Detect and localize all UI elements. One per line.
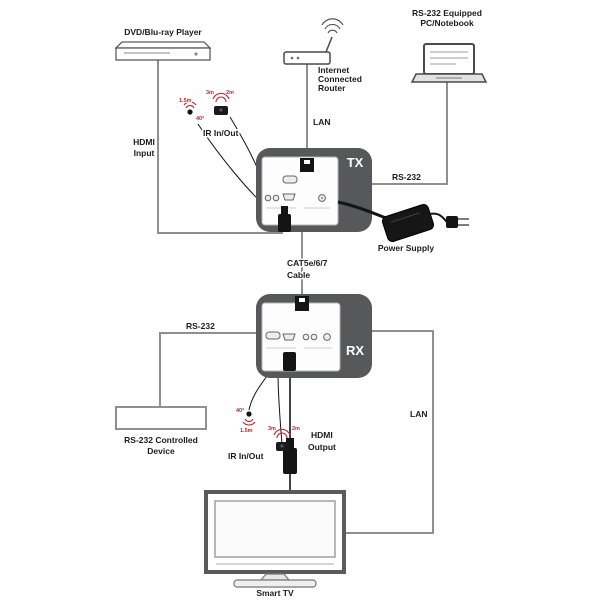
rx-label: RX [346, 343, 364, 358]
internet-router [283, 18, 344, 65]
ir-bottom-range-a: 1.5m [240, 428, 253, 434]
rs232-controlled-device [115, 406, 207, 430]
lan-top-label: LAN [313, 117, 330, 127]
power-supply [381, 204, 469, 242]
tv-stand-neck [259, 573, 291, 581]
ir-cable-bottom-2 [277, 371, 283, 445]
ir-signal-arc [212, 92, 230, 100]
router-antenna [325, 36, 333, 53]
ir-receiver-lens [280, 444, 284, 448]
ir-top-label: IR In/Out [203, 128, 239, 138]
tv-screen [214, 500, 336, 558]
hdmi-port [282, 193, 296, 201]
rj45-clip [304, 160, 310, 164]
pc-notebook-label-line2: PC/Notebook [420, 18, 474, 28]
dc-power-pin [321, 197, 323, 199]
tx-label: TX [347, 155, 364, 170]
ir-top-range-a: 1.5m [179, 98, 192, 104]
rs232-device-label-line1: RS-232 Controlled [124, 435, 198, 445]
ir-emitter-bulb [246, 411, 252, 417]
power-brick-ridge [390, 212, 420, 223]
tx-unit [256, 148, 387, 232]
ir-signal-arc [244, 418, 254, 422]
rx-unit [256, 294, 372, 378]
wifi-arc [321, 18, 344, 26]
rs232-top-label: RS-232 [392, 172, 421, 182]
power-cable [337, 200, 387, 220]
router-body [283, 51, 331, 65]
lan-bottom-wire [346, 330, 434, 534]
hdmi-input-label-line1: HDMI [133, 137, 155, 147]
ir-signal-arc [183, 101, 197, 106]
dvd-front-face [115, 47, 211, 61]
rs232-bottom-wire [159, 332, 256, 407]
laptop-screen [423, 43, 475, 75]
ir-signal-arc [215, 96, 227, 103]
ir-signal-arc [242, 421, 256, 426]
ir-extender-top [183, 92, 230, 115]
ir-bottom-range-c: 2m [292, 426, 300, 432]
rs232-top-wire [372, 80, 448, 185]
hdmi-plug-neck [286, 438, 294, 449]
dc-power-port [323, 333, 331, 341]
dvd-player [114, 41, 212, 61]
hdmi-plug-body [283, 448, 297, 474]
rs232-device-label-line2: Device [147, 446, 175, 456]
dvd-power-button [194, 52, 198, 56]
ir-jack-port [272, 194, 280, 202]
smart-tv [204, 490, 346, 588]
router-led [290, 56, 294, 60]
ir-bottom-angle: 40° [236, 408, 244, 414]
ir-signal-arc [276, 432, 288, 439]
hdmi-output-plug [283, 438, 297, 474]
lan-bottom-label: LAN [410, 409, 427, 419]
hdmi-output-label-line2: Output [308, 442, 336, 452]
hdmi-plug-body [283, 352, 296, 371]
router-label-line3: Router [318, 83, 346, 93]
hdmi-plug-body [278, 214, 291, 232]
router-label-line1: Internet [318, 65, 349, 75]
rs232-bottom-label: RS-232 [186, 321, 215, 331]
tv-stand-base [233, 579, 317, 588]
rj45-clip [299, 298, 305, 302]
db9-port [282, 175, 298, 184]
hdmi-port [282, 333, 296, 341]
ir-emitter-bulb [187, 109, 193, 115]
router-label-line2: Connected [318, 74, 362, 84]
wifi-arc [324, 23, 341, 30]
ir-jack-port [264, 194, 272, 202]
wifi-arc [327, 29, 338, 34]
power-brick [381, 204, 435, 242]
ir-receiver-lens [219, 108, 223, 112]
rj45-plug-top [300, 158, 314, 172]
rj45-plug-cat [295, 296, 309, 311]
router-led [296, 56, 300, 60]
ir-bottom-range-b: 3m [268, 426, 276, 432]
ir-signal-arc [185, 105, 195, 109]
hdmi-output-label-line1: HDMI [311, 430, 333, 440]
hdmi-input-label-line2: Input [134, 148, 155, 158]
ir-bottom-label: IR In/Out [228, 451, 264, 461]
smart-tv-label: Smart TV [256, 588, 294, 598]
ir-jack-port [302, 333, 310, 341]
hdmi-input-wire [157, 60, 283, 234]
ir-top-angle: 40° [196, 116, 204, 122]
db9-port [265, 331, 281, 340]
hdmi-plug-neck [281, 206, 288, 215]
ir-jack-port [310, 333, 318, 341]
dvd-player-label: DVD/Blu-ray Player [124, 27, 202, 37]
cat-cable-label-line2: Cable [287, 270, 310, 280]
ir-extender-bottom [242, 411, 291, 451]
ir-top-range-c: 2m [226, 90, 234, 96]
cat-cable-label-line1: CAT5e/6/7 [287, 258, 328, 268]
dvd-top-face [114, 41, 212, 49]
wall-plug [446, 216, 458, 228]
ir-cable-bottom-1 [248, 371, 271, 411]
power-supply-label: Power Supply [378, 243, 434, 253]
pc-notebook [410, 43, 488, 83]
ir-top-range-b: 3m [206, 90, 214, 96]
ir-signal-arc [273, 428, 291, 436]
pc-notebook-label-line1: RS-232 Equipped [412, 8, 482, 18]
